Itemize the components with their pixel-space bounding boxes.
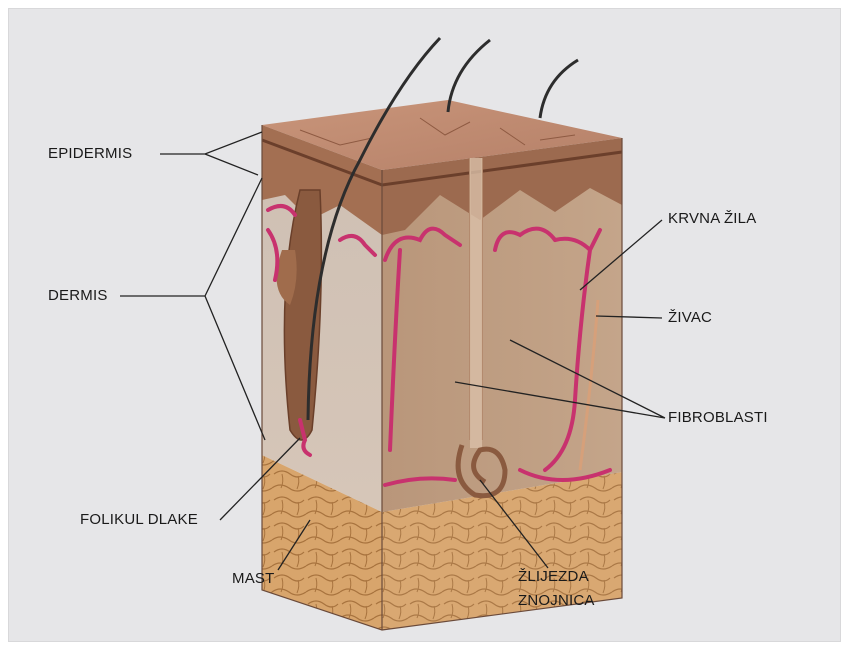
label-zlijezda-line1: ŽLIJEZDA	[518, 568, 589, 585]
label-zlijezda-line2: ZNOJNICA	[518, 592, 595, 609]
label-fibroblasti: FIBROBLASTI	[668, 409, 768, 426]
label-dermis: DERMIS	[48, 287, 108, 304]
label-zivac: ŽIVAC	[668, 309, 712, 326]
label-krvna-zila: KRVNA ŽILA	[668, 210, 756, 227]
hair-2	[448, 40, 490, 112]
label-epidermis: EPIDERMIS	[48, 145, 132, 162]
label-mast: MAST	[232, 570, 274, 587]
label-folikul-dlake: FOLIKUL DLAKE	[80, 511, 198, 528]
dermis-front	[262, 175, 382, 512]
hair-3	[540, 60, 578, 118]
